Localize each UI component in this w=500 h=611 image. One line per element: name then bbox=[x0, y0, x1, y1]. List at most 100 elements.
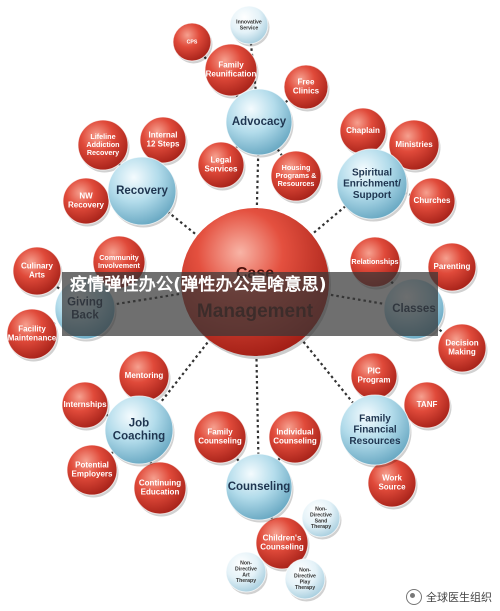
hub-recovery: Recovery bbox=[107, 156, 178, 228]
node-culinary-arts-label: Arts bbox=[29, 271, 46, 280]
hub-family-financial-label: Financial bbox=[353, 425, 397, 436]
title-overlay-banner bbox=[62, 272, 438, 336]
hub-spiritual-label: Spiritual bbox=[352, 167, 392, 178]
node-nw-recovery-label: Recovery bbox=[68, 201, 105, 210]
node-non-directive-sand-label: Non- bbox=[315, 507, 327, 513]
watermark: 全球医生组织 bbox=[406, 589, 492, 605]
wechat-logo-icon bbox=[406, 589, 422, 605]
node-innovative-service-label: Service bbox=[240, 25, 259, 31]
node-housing-programs-label: Programs & bbox=[276, 171, 317, 180]
node-ministries-label: Ministries bbox=[395, 140, 433, 149]
node-lifeline-addiction-label: Addiction bbox=[86, 140, 119, 149]
node-internships-label: Internships bbox=[63, 400, 107, 409]
hub-counseling: Counseling bbox=[225, 453, 294, 523]
node-non-directive-play-label: Play bbox=[300, 579, 311, 585]
node-potential-employers-label: Potential bbox=[75, 461, 109, 470]
node-continuing-education-label: Continuing bbox=[139, 479, 181, 488]
node-non-directive-art-label: Art bbox=[242, 572, 250, 578]
node-chaplain: Chaplain bbox=[339, 107, 388, 157]
node-mentoring-label: Mentoring bbox=[125, 371, 164, 380]
node-chaplain-label: Chaplain bbox=[346, 126, 380, 135]
node-churches-label: Churches bbox=[414, 196, 451, 205]
node-childrens-counseling-label: Counseling bbox=[260, 543, 304, 552]
node-family-counseling-label: Family bbox=[207, 428, 233, 437]
node-individual-counseling-label: Individual bbox=[276, 428, 313, 437]
node-relationships-label: Relationships bbox=[351, 257, 398, 266]
node-legal-services-label: Legal bbox=[211, 156, 232, 165]
node-childrens-counseling-label: Children's bbox=[263, 534, 302, 543]
node-non-directive-sand-label: Directive bbox=[310, 512, 332, 518]
node-community-involvement-label: Community bbox=[99, 253, 139, 262]
node-non-directive-art-label: Therapy bbox=[236, 578, 256, 584]
node-non-directive-play-label: Non- bbox=[299, 568, 311, 574]
node-pic-program-label: PIC bbox=[367, 367, 381, 376]
connector-job-coaching bbox=[138, 281, 256, 431]
node-housing-programs-label: Housing bbox=[282, 163, 311, 172]
node-decision-making-label: Making bbox=[448, 348, 476, 357]
node-internal-12-steps-label: 12 Steps bbox=[147, 140, 180, 149]
node-culinary-arts-label: Culinary bbox=[21, 262, 54, 271]
node-mentoring: Mentoring bbox=[118, 350, 171, 404]
node-free-clinics-label: Free bbox=[298, 78, 315, 87]
hub-advocacy-label: Advocacy bbox=[232, 116, 287, 128]
hub-job-coaching-label: Coaching bbox=[113, 430, 165, 442]
node-work-source-label: Source bbox=[378, 483, 406, 492]
node-family-reunification-label: Reunification bbox=[206, 70, 257, 79]
overlay-title: 疫情弹性办公(弹性办公是啥意思) bbox=[70, 275, 327, 295]
node-community-involvement-label: Involvement bbox=[98, 261, 141, 270]
node-family-counseling-label: Counseling bbox=[198, 437, 242, 446]
watermark-text: 全球医生组织 bbox=[426, 591, 492, 604]
node-non-directive-sand-label: Therapy bbox=[311, 524, 331, 530]
node-ministries: Ministries bbox=[388, 119, 441, 173]
node-cps-label: CPS bbox=[187, 39, 198, 45]
node-legal-services-label: Services bbox=[205, 165, 238, 174]
node-individual-counseling-label: Counseling bbox=[273, 437, 317, 446]
node-cps: CPS bbox=[172, 22, 213, 64]
node-continuing-education-label: Education bbox=[141, 488, 180, 497]
node-pic-program-label: Program bbox=[358, 376, 391, 385]
hub-recovery-label: Recovery bbox=[116, 185, 168, 197]
hub-spiritual-label: Support bbox=[353, 190, 392, 201]
node-parenting-label: Parenting bbox=[434, 262, 471, 271]
hub-advocacy: Advocacy bbox=[225, 88, 294, 158]
node-innovative-service-label: Innovative bbox=[236, 19, 262, 25]
node-tanf-label: TANF bbox=[417, 400, 438, 409]
node-internal-12-steps-label: Internal bbox=[149, 131, 178, 140]
node-lifeline-addiction-label: Recovery bbox=[87, 148, 119, 157]
node-facility-maintenance-label: Maintenance bbox=[8, 334, 57, 343]
node-internships: Internships bbox=[61, 381, 110, 431]
node-work-source-label: Work bbox=[382, 474, 402, 483]
node-non-directive-art-label: Directive bbox=[235, 566, 257, 572]
hub-spiritual-label: Enrichment/ bbox=[343, 179, 401, 190]
node-tanf: TANF bbox=[403, 381, 452, 431]
node-potential-employers-label: Employers bbox=[72, 470, 113, 479]
node-non-directive-play-label: Therapy bbox=[295, 585, 315, 591]
node-non-directive-play-label: Directive bbox=[294, 573, 316, 579]
hub-job-coaching-label: Job bbox=[129, 418, 149, 430]
node-parenting: Parenting bbox=[427, 242, 478, 294]
hub-family-financial-label: Resources bbox=[349, 436, 401, 447]
hub-counseling-label: Counseling bbox=[228, 481, 291, 493]
connector-family-financial bbox=[254, 281, 376, 431]
node-non-directive-sand-label: Sand bbox=[315, 518, 328, 524]
